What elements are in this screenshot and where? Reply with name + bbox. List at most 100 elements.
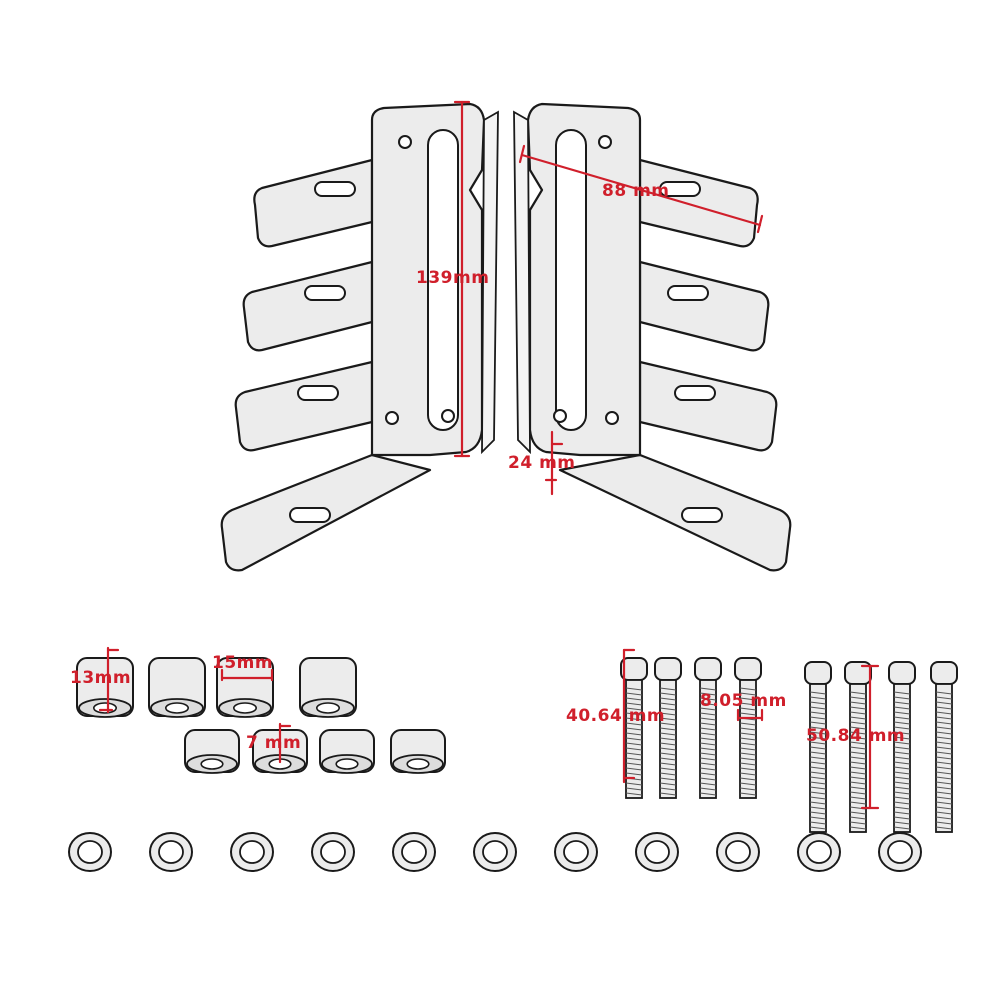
spacer-bore: [93, 702, 118, 714]
bolt-thread: [625, 752, 643, 756]
bolt-thread: [625, 772, 643, 776]
bolt-thread: [935, 816, 953, 820]
washers: [68, 832, 922, 872]
bolt-head: [654, 657, 682, 681]
bolt-thread: [659, 787, 677, 791]
bolt-thread: [893, 691, 911, 695]
spacer-bore: [200, 758, 224, 770]
washer-hole: [239, 840, 265, 864]
bolt-thread: [699, 782, 717, 786]
washer-hole: [482, 840, 508, 864]
bolt-thread: [809, 761, 827, 765]
bolt-thread: [739, 772, 757, 776]
bolt-thread: [849, 746, 867, 750]
spacer-bore: [315, 702, 340, 714]
bolt-thread: [659, 717, 677, 721]
dimension-lines: [98, 100, 880, 810]
bolt: [620, 657, 648, 799]
bolt-thread: [809, 711, 827, 715]
bolt-thread: [699, 697, 717, 701]
bolt-thread: [699, 717, 717, 721]
bolt-thread: [809, 756, 827, 760]
bolt-thread: [739, 792, 757, 796]
washer-hole: [806, 840, 832, 864]
bolt-head: [930, 661, 958, 685]
bolt-thread: [699, 687, 717, 691]
bolt-thread: [809, 821, 827, 825]
bolt-thread: [893, 711, 911, 715]
bolt-thread: [699, 772, 717, 776]
right-bracket: [513, 102, 792, 572]
left-bracket-side: [481, 110, 499, 455]
bolt-thread: [739, 732, 757, 736]
bolt-thread: [659, 732, 677, 736]
washer: [392, 832, 436, 872]
bolt-thread: [739, 742, 757, 746]
bolt-thread: [935, 736, 953, 740]
spacer-bore: [335, 758, 359, 770]
bolt-head: [804, 661, 832, 685]
bolt-thread: [809, 706, 827, 710]
bolt-thread: [739, 747, 757, 751]
bolt-thread: [659, 752, 677, 756]
bolt-thread: [893, 736, 911, 740]
bolt-thread: [699, 757, 717, 761]
bolt-head: [888, 661, 916, 685]
bolt-thread: [849, 821, 867, 825]
left-bracket-fin: [253, 158, 374, 248]
bolt-thread: [699, 742, 717, 746]
bolt-thread: [893, 706, 911, 710]
bolt-thread: [659, 727, 677, 731]
spacer-bore: [406, 758, 430, 770]
bolt: [930, 661, 958, 833]
bolt-thread: [849, 711, 867, 715]
label-small-spacer: 7 mm: [246, 733, 302, 753]
left-bracket-fin-slot: [314, 181, 356, 197]
bolt-thread: [625, 702, 643, 706]
bolt-thread: [625, 767, 643, 771]
bolt-thread: [935, 726, 953, 730]
bolt-thread: [625, 742, 643, 746]
bolt-thread: [849, 701, 867, 705]
bolt-thread: [739, 727, 757, 731]
label-bracket-thickness: 24 mm: [508, 453, 576, 473]
bolt-thread: [699, 722, 717, 726]
bolt-thread: [659, 737, 677, 741]
bolt-thread: [739, 777, 757, 781]
bolt-thread: [935, 766, 953, 770]
bolt-thread: [739, 757, 757, 761]
bolt-thread: [739, 782, 757, 786]
bolt-thread: [849, 816, 867, 820]
left-bracket-hole: [385, 411, 399, 425]
bolt-thread: [935, 706, 953, 710]
right-bracket-side: [513, 110, 531, 455]
washer-hole: [320, 840, 346, 864]
bolt-thread: [739, 687, 757, 691]
spacer: [148, 657, 206, 718]
bolt-thread: [893, 721, 911, 725]
bolt-thread: [935, 781, 953, 785]
washer-hole: [725, 840, 751, 864]
bolt-thread: [625, 707, 643, 711]
bolt-thread: [625, 762, 643, 766]
bolt-thread: [659, 747, 677, 751]
bolt-thread: [849, 826, 867, 830]
bolt-thread: [935, 801, 953, 805]
bolt-thread: [659, 757, 677, 761]
bolt-thread: [935, 806, 953, 810]
bolt-thread: [699, 792, 717, 796]
bolt-thread: [809, 701, 827, 705]
bolt-thread: [849, 741, 867, 745]
bolt-thread: [935, 701, 953, 705]
bolt-thread: [625, 692, 643, 696]
bolt-thread: [849, 781, 867, 785]
bolt-thread: [893, 756, 911, 760]
left-bracket: [220, 102, 499, 572]
bolt-thread: [849, 771, 867, 775]
bolt-thread: [893, 771, 911, 775]
bolt-thread: [699, 747, 717, 751]
bolt-thread: [809, 791, 827, 795]
washer: [311, 832, 355, 872]
